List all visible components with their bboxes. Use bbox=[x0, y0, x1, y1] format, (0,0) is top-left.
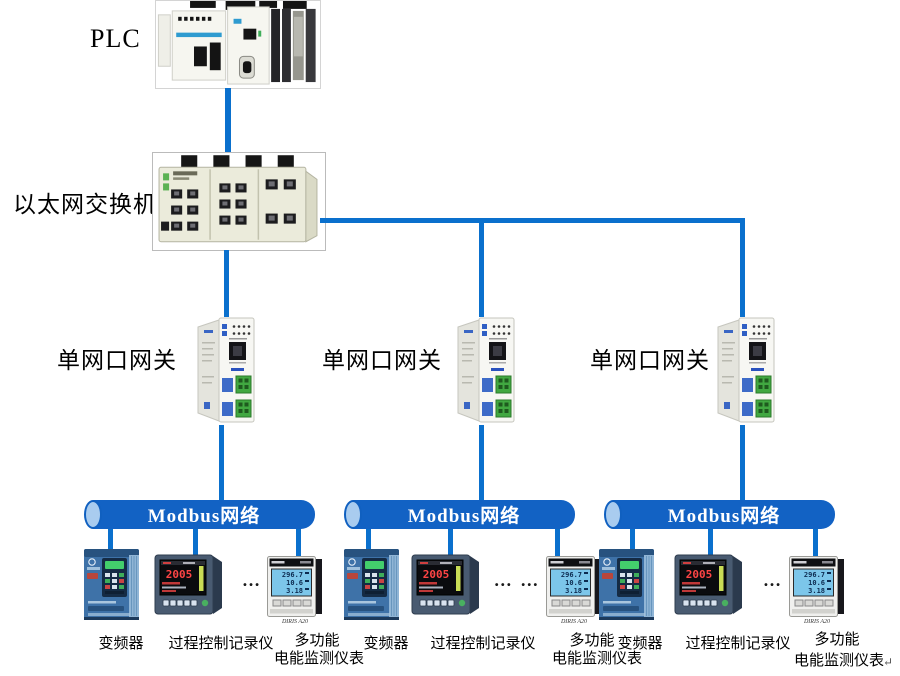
bus2-drop-meter bbox=[555, 528, 560, 560]
gateway-2-label: 单网口网关 bbox=[322, 348, 442, 373]
gateway-1-label: 单网口网关 bbox=[57, 348, 177, 373]
bus1-drop-meter bbox=[296, 528, 301, 560]
meter-3-caption: DIRIS A20 bbox=[803, 619, 831, 625]
gateway-3-image bbox=[713, 314, 779, 426]
meter-display-row3: 3.18 bbox=[808, 587, 825, 595]
recorder-1-image: 2005 bbox=[153, 553, 223, 617]
recorder-display-value: 2005 bbox=[166, 568, 193, 581]
inverter-2-label: 变频器 bbox=[363, 636, 409, 652]
ellipsis-1: … bbox=[242, 570, 262, 590]
connector-to-gateway-2 bbox=[479, 221, 484, 317]
meter-2-label-line1: 多功能 bbox=[569, 633, 615, 649]
recorder-display-value: 2005 bbox=[686, 568, 713, 581]
bus2-drop-inverter bbox=[366, 528, 371, 552]
gateway-1-image bbox=[193, 314, 259, 426]
modbus-bus-3-label: Modbus网络 bbox=[667, 506, 781, 527]
gateway-2-image bbox=[453, 314, 519, 426]
recorder-2-image: 2005 bbox=[410, 553, 480, 617]
meter-3-label-line1: 多功能 bbox=[814, 632, 860, 648]
recorder-display-value: 2005 bbox=[423, 568, 450, 581]
bus1-drop-recorder bbox=[193, 528, 198, 556]
meter-1-label-line1: 多功能 bbox=[294, 633, 340, 649]
meter-1-caption: DIRIS A20 bbox=[281, 619, 309, 625]
inverter-icon bbox=[599, 549, 654, 620]
bus3-drop-recorder bbox=[708, 528, 713, 556]
plc-icon bbox=[157, 1, 316, 85]
recorder-icon: 2005 bbox=[674, 554, 742, 615]
meter-display-row1: 296.7 bbox=[561, 571, 582, 579]
recorder-3-label: 过程控制记录仪 bbox=[685, 636, 791, 652]
connector-gateway-3-to-bus bbox=[740, 425, 745, 502]
ethernet-switch-icon bbox=[158, 155, 318, 243]
paragraph-return-mark: ↵ bbox=[883, 655, 894, 669]
recorder-1-label: 过程控制记录仪 bbox=[168, 636, 274, 652]
ellipsis-2: … … bbox=[493, 570, 541, 590]
modbus-bus-3: Modbus网络 bbox=[613, 500, 835, 529]
ethernet-switch-label: 以太网交换机 bbox=[13, 192, 157, 217]
meter-display-row3: 3.18 bbox=[286, 587, 303, 595]
modbus-bus-2: Modbus网络 bbox=[353, 500, 575, 529]
modbus-bus-1: Modbus网络 bbox=[93, 500, 315, 529]
power-meter-icon: 296.7 10.6 3.18 bbox=[789, 556, 844, 617]
inverter-1-image bbox=[83, 547, 145, 624]
connector-plc-to-switch bbox=[225, 88, 231, 153]
modbus-bus-2-label: Modbus网络 bbox=[407, 506, 521, 527]
bus1-drop-inverter bbox=[108, 528, 113, 552]
gateway-icon bbox=[197, 317, 255, 423]
power-meter-icon: 296.7 10.6 3.18 bbox=[546, 556, 601, 617]
recorder-icon: 2005 bbox=[411, 554, 479, 615]
meter-display-row1: 296.7 bbox=[804, 571, 825, 579]
meter-display-row2: 10.6 bbox=[286, 579, 303, 587]
connector-to-gateway-3 bbox=[740, 218, 745, 317]
gateway-icon bbox=[717, 317, 775, 423]
connector-switch-horizontal bbox=[320, 218, 745, 223]
recorder-2-label: 过程控制记录仪 bbox=[430, 636, 536, 652]
plc-label: PLC bbox=[90, 24, 141, 53]
meter-display-row2: 10.6 bbox=[808, 579, 825, 587]
connector-to-gateway-1 bbox=[224, 250, 229, 317]
gateway-3-label: 单网口网关 bbox=[590, 348, 710, 373]
recorder-icon: 2005 bbox=[154, 554, 222, 615]
inverter-3-label: 变频器 bbox=[617, 636, 663, 652]
gateway-icon bbox=[457, 317, 515, 423]
meter-3-image: 296.7 10.6 3.18 bbox=[789, 556, 845, 618]
ellipsis-3: … bbox=[763, 570, 783, 590]
meter-1-label-line2: 电能监测仪表 bbox=[274, 651, 365, 667]
meter-2-image: 296.7 10.6 3.18 bbox=[546, 556, 602, 618]
meter-3-label-line2: 电能监测仪表 bbox=[794, 653, 885, 669]
plc-image bbox=[155, 0, 321, 89]
connector-gateway-2-to-bus bbox=[479, 425, 484, 502]
bus2-drop-recorder bbox=[448, 528, 453, 556]
meter-1-image: 296.7 10.6 3.18 bbox=[267, 556, 323, 618]
modbus-bus-3-endcap bbox=[604, 500, 622, 529]
meter-2-label-line2: 电能监测仪表 bbox=[552, 651, 643, 667]
meter-display-row2: 10.6 bbox=[565, 579, 582, 587]
inverter-1-label: 变频器 bbox=[98, 636, 144, 652]
power-meter-icon: 296.7 10.6 3.18 bbox=[267, 556, 322, 617]
modbus-bus-1-endcap bbox=[84, 500, 102, 529]
inverter-2-image bbox=[343, 547, 405, 624]
ethernet-switch-image bbox=[152, 152, 326, 251]
modbus-bus-1-label: Modbus网络 bbox=[147, 506, 261, 527]
inverter-icon bbox=[84, 549, 139, 620]
recorder-3-image: 2005 bbox=[673, 553, 743, 617]
meter-display-row1: 296.7 bbox=[282, 571, 303, 579]
bus3-drop-inverter bbox=[630, 528, 635, 552]
inverter-3-image bbox=[598, 547, 660, 624]
inverter-icon bbox=[344, 549, 399, 620]
connector-gateway-1-to-bus bbox=[219, 425, 224, 502]
bus3-drop-meter bbox=[813, 528, 818, 560]
meter-2-caption: DIRIS A20 bbox=[560, 619, 588, 625]
modbus-bus-2-endcap bbox=[344, 500, 362, 529]
meter-display-row3: 3.18 bbox=[565, 587, 582, 595]
